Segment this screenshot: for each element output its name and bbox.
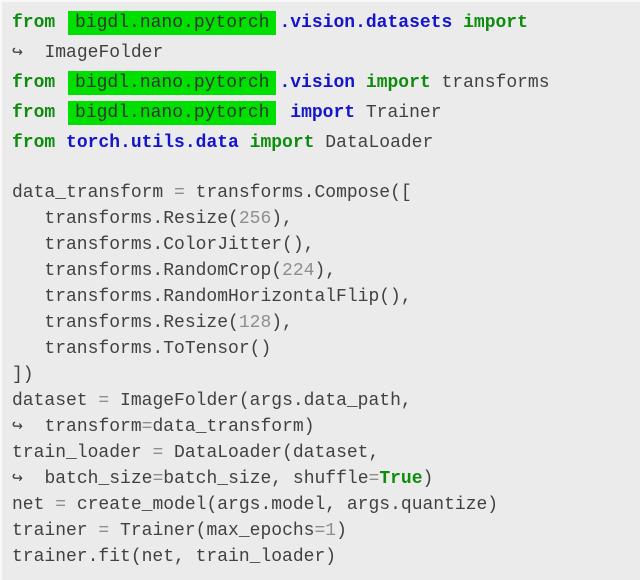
code-segment: =	[98, 391, 110, 411]
code-line: train_loader = DataLoader(dataset,	[12, 440, 640, 466]
code-segment: ),	[271, 313, 293, 333]
code-line: from bigdl.nano.pytorch.vision import tr…	[12, 68, 640, 98]
code-segment: transform	[22, 417, 142, 437]
code-segment: torch.utils.data	[66, 133, 239, 153]
line-continuation-arrow-icon: ↪	[12, 43, 23, 63]
highlighted-module: bigdl.nano.pytorch	[68, 101, 277, 125]
line-continuation-arrow-icon: ↪	[12, 469, 23, 489]
code-line: transforms.RandomHorizontalFlip(),	[12, 284, 640, 310]
code-segment: transforms.Resize(	[12, 313, 239, 333]
code-segment: DataLoader	[314, 133, 434, 153]
code-segment: =	[152, 469, 164, 489]
code-line: from bigdl.nano.pytorch.vision.datasets …	[12, 8, 640, 38]
code-segment: ImageFolder(args.data_path,	[109, 391, 412, 411]
code-line: from torch.utils.data import DataLoader	[12, 128, 640, 158]
code-segment: Trainer(max_epochs	[109, 521, 315, 541]
code-segment: trainer	[12, 521, 99, 541]
code-segment: )	[422, 469, 434, 489]
code-segment	[355, 73, 366, 93]
code-segment: train_loader	[12, 443, 153, 463]
code-segment: from	[12, 103, 67, 123]
code-line: trainer = Trainer(max_epochs=1)	[12, 518, 640, 544]
code-segment: ),	[271, 209, 293, 229]
line-continuation-arrow-icon: ↪	[12, 417, 23, 437]
code-segment: Trainer	[355, 103, 442, 123]
code-segment: batch_size	[22, 469, 153, 489]
code-segment: transforms.Compose([	[184, 183, 412, 203]
code-segment: data_transform	[12, 183, 175, 203]
code-segment: )	[336, 521, 347, 541]
code-segment: transforms.RandomCrop(	[12, 261, 283, 281]
code-segment: =	[152, 443, 164, 463]
code-block: from bigdl.nano.pytorch.vision.datasets …	[2, 2, 640, 570]
code-segment: =	[174, 183, 185, 203]
code-line: transforms.ToTensor()	[12, 336, 640, 362]
code-line: transforms.ColorJitter(),	[12, 232, 640, 258]
code-segment: data_transform)	[152, 417, 315, 437]
code-line: ↪ batch_size=batch_size, shuffle=True)	[12, 466, 640, 492]
code-segment: from	[12, 13, 67, 33]
code-segment: import	[365, 73, 431, 93]
code-segment: create_model(args.model, args.quantize)	[66, 495, 499, 515]
code-segment: ImageFolder	[22, 43, 164, 63]
code-segment	[279, 103, 290, 123]
code-line: trainer.fit(net, train_loader)	[12, 544, 640, 570]
code-segment: trainer.fit(net, train_loader)	[12, 547, 337, 567]
code-segment: batch_size, shuffle	[163, 469, 369, 489]
code-segment: .vision	[279, 73, 356, 93]
code-line: ↪ ImageFolder	[12, 38, 640, 68]
code-segment: .vision.datasets	[279, 13, 453, 33]
code-segment: 224	[282, 261, 315, 281]
code-segment: 256	[238, 209, 272, 229]
code-line: transforms.Resize(256),	[12, 206, 640, 232]
code-line: transforms.RandomCrop(224),	[12, 258, 640, 284]
code-segment: net	[12, 495, 56, 515]
code-segment: =	[98, 521, 110, 541]
code-segment: import	[249, 133, 315, 153]
code-segment: transforms.ToTensor()	[12, 339, 272, 359]
code-segment	[239, 133, 250, 153]
code-line: net = create_model(args.model, args.quan…	[12, 492, 640, 518]
highlighted-module: bigdl.nano.pytorch	[68, 11, 277, 35]
code-line: transforms.Resize(128),	[12, 310, 640, 336]
code-segment: transforms.ColorJitter(),	[12, 235, 315, 255]
code-segment: transforms	[430, 73, 550, 93]
highlighted-module: bigdl.nano.pytorch	[68, 71, 277, 95]
code-segment: True	[379, 469, 423, 489]
code-segment: DataLoader(dataset,	[163, 443, 380, 463]
code-line: ])	[12, 362, 640, 388]
code-segment: import	[463, 13, 528, 33]
code-segment: =	[368, 469, 380, 489]
code-segment: =	[55, 495, 67, 515]
code-segment: =1	[314, 521, 337, 541]
code-segment: import	[290, 103, 356, 123]
code-segment: transforms.Resize(	[12, 209, 239, 229]
code-line: dataset = ImageFolder(args.data_path,	[12, 388, 640, 414]
code-segment: =	[141, 417, 153, 437]
code-segment	[452, 13, 463, 33]
code-segment: transforms.RandomHorizontalFlip(),	[12, 287, 412, 307]
code-segment: from	[12, 73, 67, 93]
code-line: from bigdl.nano.pytorch import Trainer	[12, 98, 640, 128]
code-segment: from	[12, 133, 67, 153]
code-line	[12, 158, 640, 180]
code-line: data_transform = transforms.Compose([	[12, 180, 640, 206]
code-segment: 128	[238, 313, 272, 333]
code-segment: ])	[12, 365, 34, 385]
code-segment: dataset	[12, 391, 99, 411]
code-line: ↪ transform=data_transform)	[12, 414, 640, 440]
code-segment: ),	[314, 261, 337, 281]
